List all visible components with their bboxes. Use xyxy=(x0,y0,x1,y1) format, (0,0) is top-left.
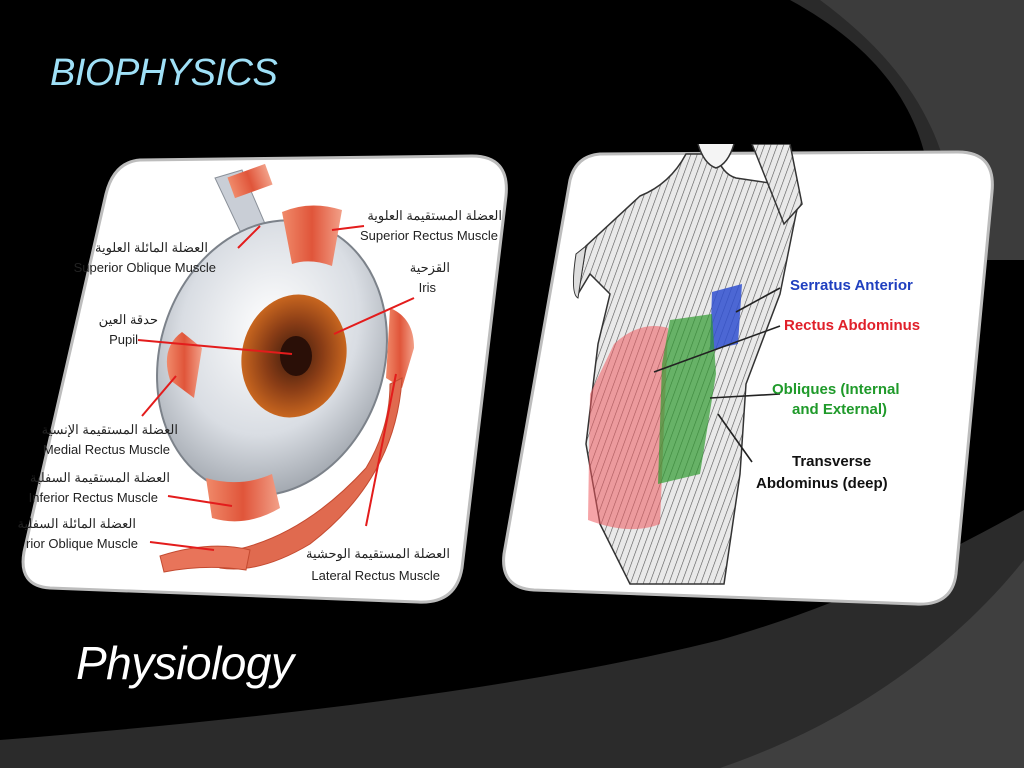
label-superior-oblique-en: Superior Oblique Muscle xyxy=(74,260,216,275)
pointer-rectus xyxy=(653,325,781,373)
slide-title: BIOPHYSICS xyxy=(50,52,278,94)
label-obliques-line2: and External) xyxy=(792,401,887,418)
label-obliques-line1: Obliques (Internal xyxy=(772,381,900,398)
pupil-shape xyxy=(280,336,312,376)
superior-rectus-muscle xyxy=(282,205,342,266)
inferior-rectus-muscle xyxy=(206,474,280,522)
label-pupil-en: Pupil xyxy=(109,332,138,347)
label-inferior-oblique-en: rior Oblique Muscle xyxy=(26,536,138,551)
abdominal-muscles-diagram: Serratus Anterior Rectus Abdominus Obliq… xyxy=(502,144,994,606)
medial-rectus-muscle xyxy=(166,332,202,398)
label-iris-ar: القزحية xyxy=(410,260,450,276)
pointer-iris xyxy=(333,297,415,335)
rectus-abdominus-region xyxy=(588,326,668,530)
label-inferior-oblique-ar: العضلة المائلة السفلية xyxy=(18,516,137,531)
pointer-inferior-oblique xyxy=(149,541,215,551)
label-lateral-rectus-ar: العضلة المستقيمة الوحشية xyxy=(306,546,450,562)
pointer-superior-oblique xyxy=(237,225,261,249)
label-inferior-rectus-ar: العضلة المستقيمة السفلية xyxy=(30,470,170,485)
pointer-medial-rectus xyxy=(141,375,177,417)
serratus-anterior-region xyxy=(710,284,742,350)
label-lateral-rectus-en: Lateral Rectus Muscle xyxy=(311,568,440,583)
pointer-inferior-rectus xyxy=(167,495,233,507)
label-medial-rectus-en: Medial Rectus Muscle xyxy=(43,442,170,457)
label-superior-oblique-ar: العضلة المائلة العلوية xyxy=(95,240,208,256)
label-rectus-abdominus: Rectus Abdominus xyxy=(784,317,920,334)
eye-muscles-figure: العضلة المستقيمة العلوية Superior Rectus… xyxy=(10,148,515,610)
label-inferior-rectus-en: Inferior Rectus Muscle xyxy=(29,490,158,505)
pointer-serratus xyxy=(735,287,781,313)
superior-oblique-muscle xyxy=(227,163,273,199)
label-serratus-anterior: Serratus Anterior xyxy=(790,277,913,294)
label-superior-rectus-ar: العضلة المستقيمة العلوية xyxy=(367,208,502,224)
pointer-lateral-rectus xyxy=(365,373,397,527)
pointer-obliques xyxy=(709,393,781,399)
slide-subtitle: Physiology xyxy=(76,637,294,689)
pointer-pupil xyxy=(137,339,293,355)
label-medial-rectus-ar: العضلة المستقيمة الإنسية xyxy=(42,422,178,438)
label-iris-en: Iris xyxy=(419,280,437,295)
lateral-rectus-muscle xyxy=(386,308,414,388)
obliques-region xyxy=(658,314,716,484)
label-transverse-line2: Abdominus (deep) xyxy=(756,475,888,492)
pointer-transverse xyxy=(717,413,753,463)
abdominal-muscles-figure: Serratus Anterior Rectus Abdominus Obliq… xyxy=(490,144,1000,610)
label-transverse-line1: Transverse xyxy=(792,453,871,470)
label-pupil-ar: حدقة العين xyxy=(99,312,158,328)
label-superior-rectus-en: Superior Rectus Muscle xyxy=(360,228,498,243)
eye-muscles-diagram: العضلة المستقيمة العلوية Superior Rectus… xyxy=(18,154,508,604)
pointer-superior-rectus xyxy=(331,225,365,231)
